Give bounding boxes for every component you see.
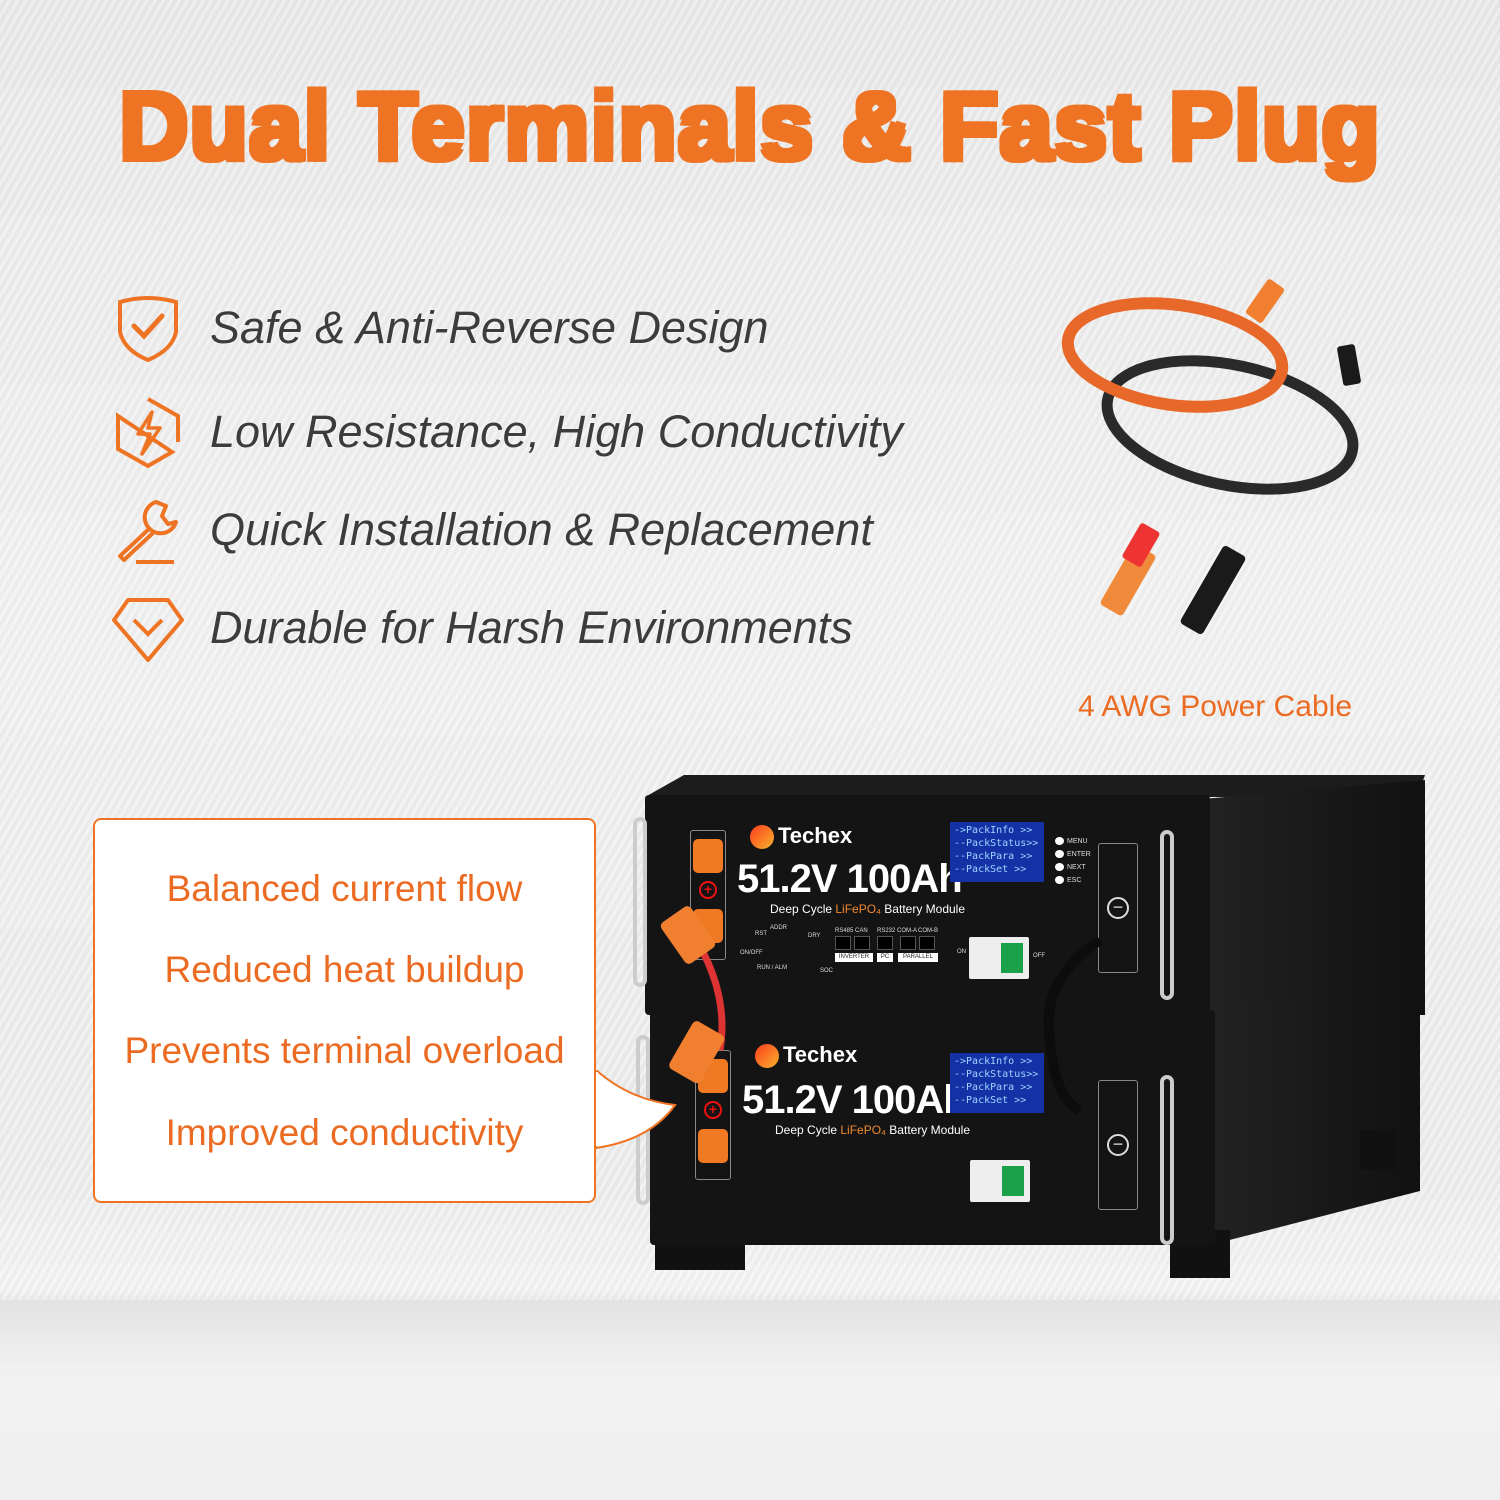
brand-logo: Techex (750, 823, 853, 850)
feature-label: Quick Installation & Replacement (210, 504, 873, 555)
sub-chem: LiFePO₄ (835, 902, 881, 916)
can-label: CAN (855, 928, 868, 934)
callout-tail (590, 1070, 677, 1150)
lcd-line: ->PackInfo >> (954, 825, 1033, 836)
battery-top (645, 775, 1425, 797)
handle[interactable] (633, 817, 647, 987)
lcd-line: --PackSet >> (954, 1095, 1027, 1106)
shield-check-icon (118, 296, 178, 363)
feature-item: Low Resistance, High Conductivity (112, 396, 903, 468)
page-title: Dual Terminals & Fast Plug (117, 71, 1382, 182)
feature-label: Durable for Harsh Environments (210, 602, 853, 653)
connecting-cables (660, 906, 1103, 1115)
sub-pre: Deep Cycle (770, 902, 836, 916)
com-b-port[interactable] (919, 936, 935, 950)
com-a-port[interactable] (900, 936, 916, 950)
lcd-screen: ->PackInfo >> --PackStatus>> --PackPara >>… (950, 822, 1044, 882)
rst-label: RST (755, 931, 767, 937)
plus-icon: + (699, 881, 717, 899)
enter-button[interactable]: ENTER (1055, 848, 1091, 861)
menu-button[interactable]: MENU (1055, 835, 1091, 848)
rs485-label: RS485 (835, 928, 854, 934)
lcd-line: --PackStatus>> (954, 1069, 1039, 1080)
sub-post: Battery Module (880, 902, 966, 916)
feature-label: Safe & Anti-Reverse Design (210, 302, 769, 353)
feature-item: Quick Installation & Replacement (112, 494, 873, 566)
minus-icon: − (1107, 1134, 1129, 1156)
handle[interactable] (1160, 1075, 1174, 1245)
breaker-switch[interactable] (970, 1160, 1030, 1202)
cable-caption: 4 AWG Power Cable (1078, 690, 1352, 723)
rs232-port[interactable] (877, 936, 893, 950)
brand-name: Techex (783, 1042, 858, 1067)
next-button[interactable]: NEXT (1055, 861, 1091, 874)
diamond-chevron-icon (112, 598, 184, 662)
sub-post: Battery Module (885, 1123, 971, 1137)
feature-item: Durable for Harsh Environments (112, 592, 853, 664)
off-label: OFF (1033, 953, 1045, 959)
module-subtitle: Deep Cycle LiFePO₄ Battery Module (775, 1123, 970, 1137)
sub-pre: Deep Cycle (775, 1123, 841, 1137)
minus-icon: − (1107, 897, 1129, 919)
module-subtitle: Deep Cycle LiFePO₄ Battery Module (770, 902, 965, 916)
callout-line: Reduced heat buildup (164, 949, 525, 990)
can-port[interactable] (854, 936, 870, 950)
rating-label: 51.2V 100Ah (742, 1078, 968, 1122)
inverter-label: INVERTER (835, 953, 873, 962)
soc-label: SOC (820, 968, 834, 974)
callout-line: Prevents terminal overload (124, 1030, 565, 1071)
rs232-label: RS232 (877, 928, 896, 934)
negative-terminal: − (1098, 843, 1138, 973)
rs485-port[interactable] (835, 936, 851, 950)
lcd-line: --PackPara >> (954, 1082, 1033, 1093)
battery-module-bottom: + Techex 51.2V 100Ah Deep Cycle LiFePO₄ … (636, 1010, 1215, 1245)
lightning-hexagon-icon (116, 397, 180, 468)
callout-line: Improved conductivity (165, 1112, 524, 1153)
benefits-callout: Balanced current flow Reduced heat build… (93, 818, 596, 1203)
plus-icon: + (704, 1101, 722, 1119)
com-a-label: COM-A (897, 928, 917, 934)
callout-line: Balanced current flow (166, 868, 523, 909)
foot (1360, 1130, 1396, 1170)
breaker-switch[interactable] (969, 937, 1029, 979)
menu-buttons: MENU ENTER NEXT ESC (1055, 835, 1091, 887)
power-cable-image (1061, 279, 1361, 635)
brand-name: Techex (778, 823, 853, 848)
onoff-label: ON/OFF (740, 950, 763, 956)
rating-label: 51.2V 100Ah (737, 857, 963, 901)
lcd-line: --PackSet >> (954, 864, 1027, 875)
lcd-line: ->PackInfo >> (954, 1056, 1033, 1067)
negative-terminal: − (1098, 1080, 1138, 1210)
battery-side-bottom (1210, 975, 1420, 1245)
terminal-post[interactable] (698, 1129, 728, 1163)
port-panel: RST ADDR DRY ON/OFF RUN / ALM SOC RS485 … (740, 925, 950, 978)
wrench-icon (118, 500, 178, 564)
brand-logo: Techex (755, 1042, 858, 1069)
com-b-label: COM-B (918, 928, 938, 934)
feature-item: Safe & Anti-Reverse Design (112, 292, 769, 364)
terminal-post[interactable] (693, 839, 723, 873)
lcd-line: --PackPara >> (954, 851, 1033, 862)
techex-logo-icon (755, 1044, 779, 1069)
dry-label: DRY (808, 933, 821, 939)
lcd-screen: ->PackInfo >> --PackStatus>> --PackPara >>… (950, 1053, 1044, 1113)
feature-label: Low Resistance, High Conductivity (210, 406, 903, 457)
floor (0, 1300, 1500, 1500)
on-label: ON (957, 949, 966, 955)
handle[interactable] (1160, 830, 1174, 1000)
battery-module-top: + Techex 51.2V 100Ah Deep Cycle LiFePO₄ … (633, 795, 1210, 1015)
techex-logo-icon (750, 825, 774, 850)
pc-label: PC (877, 953, 893, 962)
esc-button[interactable]: ESC (1055, 874, 1091, 887)
sub-chem: LiFePO₄ (840, 1123, 886, 1137)
run-alm-label: RUN / ALM (757, 965, 788, 971)
parallel-label: PARALLEL (898, 953, 938, 962)
battery-side-top (1205, 780, 1425, 1015)
addr-label: ADDR (770, 925, 788, 931)
lcd-line: --PackStatus>> (954, 838, 1039, 849)
